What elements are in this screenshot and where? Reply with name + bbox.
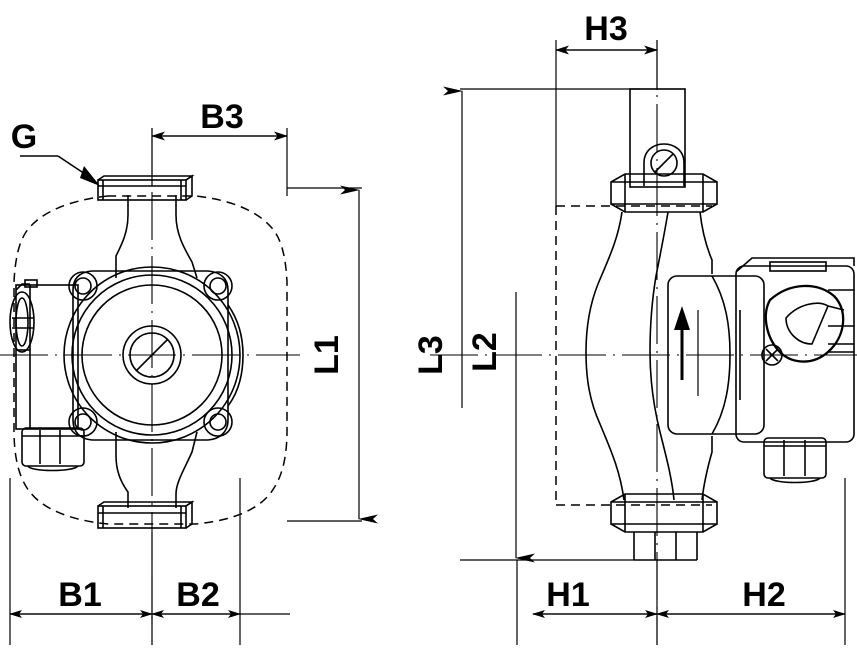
air-vent-loop	[643, 143, 685, 186]
dimension-B1	[9, 478, 153, 645]
terminal-box-knob	[9, 291, 35, 353]
dimension-L1	[287, 185, 378, 524]
dimension-label-L2: L2	[466, 332, 504, 372]
dimension-label-G: G	[11, 118, 37, 156]
side-view-centerlines	[430, 40, 857, 645]
dimension-H1	[516, 560, 658, 645]
air-vent-screw	[650, 149, 678, 177]
dimension-H2	[656, 478, 846, 645]
dimension-B2	[151, 478, 290, 645]
dimension-label-H3: H3	[584, 10, 627, 48]
lower-pipe-flange	[97, 500, 195, 529]
dimension-label-B3: B3	[200, 98, 243, 136]
G-leader-arrow	[80, 166, 100, 186]
lower-pipe-neck-left	[115, 432, 129, 508]
dimension-label-L1: L1	[308, 335, 346, 375]
bolt-boss-bottom-right	[203, 407, 233, 437]
cable-gland	[21, 427, 85, 472]
side-insulation-outline	[555, 205, 712, 506]
motor-rim-arc	[227, 304, 244, 407]
dimension-label-L3: L3	[412, 335, 450, 375]
dimension-label-H2: H2	[742, 576, 785, 614]
dimension-L3	[443, 86, 640, 408]
terminal-box	[9, 279, 79, 430]
bolt-boss-top-left	[68, 271, 98, 301]
flow-direction-arrow	[674, 306, 699, 396]
side-pump-body	[585, 211, 625, 501]
insulation-shell-outline	[13, 195, 288, 525]
dimension-B3	[151, 128, 288, 196]
speed-selector-knob	[764, 284, 845, 363]
side-body-inner-contour	[649, 211, 675, 501]
upper-pipe-neck	[115, 195, 129, 278]
lower-pipe-neck-right	[175, 431, 198, 508]
upper-pipe-neck-right	[175, 195, 198, 279]
lower-union-hex-nut	[610, 493, 718, 561]
bolt-boss-top-right	[203, 271, 233, 301]
upper-union-hex-nut	[610, 173, 718, 213]
dimension-H3	[555, 40, 658, 206]
upper-pipe-flange	[97, 174, 195, 201]
side-terminal-box	[735, 257, 855, 443]
side-pump-body-right	[699, 211, 713, 274]
dimension-label-B2: B2	[176, 576, 219, 614]
dimension-label-H1: H1	[546, 576, 589, 614]
dimension-L2	[460, 292, 634, 563]
dimension-label-B1: B1	[58, 576, 101, 614]
dimension-G	[20, 155, 100, 186]
side-cable-gland	[763, 437, 827, 484]
